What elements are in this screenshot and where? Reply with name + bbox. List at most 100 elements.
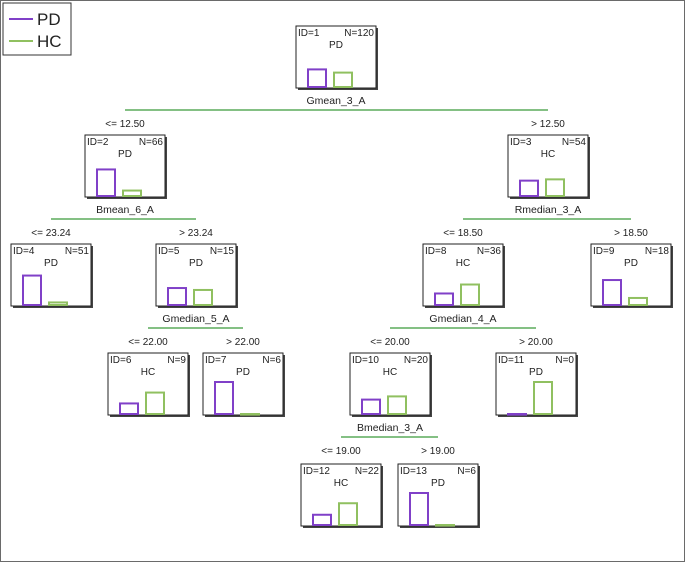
node-count: N=120: [344, 28, 374, 39]
bar-pd: [507, 413, 527, 416]
node-id: ID=4: [13, 246, 35, 257]
node-class: HC: [456, 258, 470, 269]
legend-label-hc: HC: [37, 32, 62, 51]
tree-node-6: ID=6 N=9HC: [107, 352, 190, 417]
bar-pd: [312, 513, 332, 527]
bar-pd: [119, 402, 139, 416]
bar-hc: [628, 296, 648, 306]
bar-hc: [545, 178, 565, 197]
bar-pd: [602, 279, 622, 307]
branch-label-left: <= 22.00: [128, 337, 168, 348]
node-id: ID=10: [352, 355, 379, 366]
node-box: [155, 243, 237, 307]
bar-pd: [409, 492, 429, 526]
node-box: [295, 25, 377, 89]
node-class: PD: [44, 258, 58, 269]
node-id: ID=6: [110, 355, 132, 366]
branch-label-right: > 18.50: [614, 228, 648, 239]
node-class: HC: [383, 367, 397, 378]
node-box: [422, 243, 504, 307]
node-class: HC: [141, 367, 155, 378]
bar-pd: [519, 179, 539, 197]
node-box: [202, 352, 284, 416]
node-count: N=54: [562, 137, 587, 148]
bar-hc: [145, 391, 165, 415]
node-class: PD: [189, 258, 203, 269]
bar-hc: [533, 381, 553, 415]
node-id: ID=11: [498, 355, 525, 366]
bar-pd: [361, 398, 381, 416]
node-class: PD: [529, 367, 543, 378]
bar-hc: [460, 283, 480, 306]
node-count: N=15: [210, 246, 235, 257]
node-id: ID=1: [298, 28, 320, 39]
node-box: [397, 463, 479, 527]
node-class: PD: [329, 40, 343, 51]
bar-pd: [22, 274, 42, 306]
node-id: ID=5: [158, 246, 180, 257]
node-id: ID=12: [303, 466, 330, 477]
split-variable-label: Gmedian_5_A: [162, 313, 229, 325]
node-count: N=9: [167, 355, 186, 366]
bar-hc: [387, 395, 407, 415]
legend-box: [2, 2, 72, 56]
bar-hc: [333, 71, 353, 88]
bar-hc: [48, 301, 68, 307]
node-id: ID=9: [593, 246, 615, 257]
node-class: PD: [431, 478, 445, 489]
node-count: N=51: [65, 246, 90, 257]
branch-label-left: <= 19.00: [321, 446, 361, 457]
node-box: [507, 134, 589, 198]
branch-label-right: > 19.00: [421, 446, 455, 457]
bar-pd: [214, 381, 234, 415]
bar-hc: [240, 413, 260, 416]
bar-hc: [193, 288, 213, 306]
branch-label-left: <= 12.50: [105, 119, 145, 130]
tree-node-11: ID=11 N=0PD: [495, 352, 578, 417]
branch-label-left: <= 23.24: [31, 228, 71, 239]
branch-label-right: > 23.24: [179, 228, 213, 239]
branch-label-right: > 20.00: [519, 337, 553, 348]
legend: PD HC: [2, 2, 72, 56]
node-class: PD: [118, 149, 132, 160]
node-count: N=22: [355, 466, 380, 477]
split-variable-label: Gmean_3_A: [307, 95, 366, 107]
bar-hc: [122, 189, 142, 197]
branch-label-left: <= 18.50: [443, 228, 483, 239]
node-class: PD: [236, 367, 250, 378]
branch-label-right: > 22.00: [226, 337, 260, 348]
node-id: ID=8: [425, 246, 447, 257]
node-count: N=36: [477, 246, 502, 257]
node-box: [349, 352, 431, 416]
node-id: ID=13: [400, 466, 427, 477]
node-id: ID=7: [205, 355, 227, 366]
bar-pd: [307, 68, 327, 89]
bar-pd: [434, 292, 454, 307]
node-count: N=0: [555, 355, 574, 366]
bar-hc: [338, 502, 358, 526]
node-count: N=6: [457, 466, 476, 477]
node-id: ID=3: [510, 137, 532, 148]
node-count: N=18: [645, 246, 670, 257]
node-count: N=66: [139, 137, 164, 148]
branch-label-right: > 12.50: [531, 119, 565, 130]
node-count: N=20: [404, 355, 429, 366]
tree-node-13: ID=13 N=6PD: [397, 463, 480, 528]
node-class: PD: [624, 258, 638, 269]
node-box: [84, 134, 166, 198]
legend-label-pd: PD: [37, 10, 61, 29]
split-variable-label: Bmedian_3_A: [357, 422, 423, 434]
split-variable-label: Bmean_6_A: [96, 204, 154, 216]
node-class: HC: [541, 149, 555, 160]
